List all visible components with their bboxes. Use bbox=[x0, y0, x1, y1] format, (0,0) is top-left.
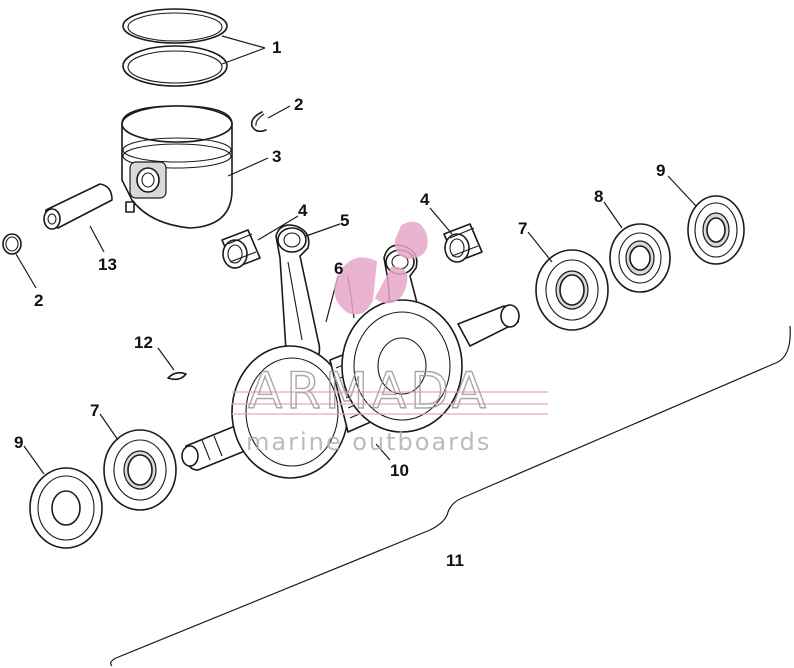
watermark: ARMADA marine outboards bbox=[232, 221, 548, 456]
callout-4a: 4 bbox=[298, 201, 308, 220]
main-bearing-right bbox=[535, 249, 609, 331]
callout-10: 10 bbox=[390, 461, 409, 480]
callout-12: 12 bbox=[134, 333, 153, 352]
callout-11: 11 bbox=[446, 551, 464, 570]
piston bbox=[121, 105, 233, 229]
leader-lines bbox=[15, 35, 697, 475]
watermark-logo-icon bbox=[334, 221, 428, 315]
callout-8: 8 bbox=[594, 187, 603, 206]
woodruff-key bbox=[167, 371, 187, 381]
callout-2b: 2 bbox=[34, 291, 43, 310]
main-bearing-left bbox=[103, 429, 177, 511]
callout-3: 3 bbox=[272, 147, 281, 166]
circlip-lower bbox=[2, 233, 22, 255]
callout-13: 13 bbox=[98, 255, 117, 274]
assembly-bracket bbox=[110, 325, 791, 667]
callout-7a: 7 bbox=[518, 219, 527, 238]
circlip-upper bbox=[250, 111, 267, 133]
piston-pin bbox=[43, 183, 113, 230]
callouts: 1 2 3 2 13 4 5 4 6 7 8 9 12 7 9 10 11 bbox=[14, 38, 665, 570]
watermark-tagline: marine outboards bbox=[246, 428, 491, 456]
callout-1: 1 bbox=[272, 38, 281, 57]
callout-5: 5 bbox=[340, 211, 349, 230]
callout-6: 6 bbox=[334, 259, 343, 278]
oil-seal bbox=[609, 223, 671, 293]
callout-9b: 9 bbox=[14, 433, 23, 452]
seal-plate-left bbox=[29, 467, 103, 549]
crankshaft bbox=[181, 299, 520, 479]
needle-bearing-right bbox=[443, 223, 483, 263]
callout-2a: 2 bbox=[294, 95, 303, 114]
seal-plate-right bbox=[687, 195, 745, 265]
needle-bearing-left bbox=[221, 229, 261, 269]
piston-rings bbox=[122, 8, 228, 87]
callout-7b: 7 bbox=[90, 401, 99, 420]
connecting-rod-left bbox=[275, 224, 321, 367]
watermark-brand: ARMADA bbox=[248, 362, 490, 420]
callout-9a: 9 bbox=[656, 161, 665, 180]
callout-4b: 4 bbox=[420, 190, 430, 209]
